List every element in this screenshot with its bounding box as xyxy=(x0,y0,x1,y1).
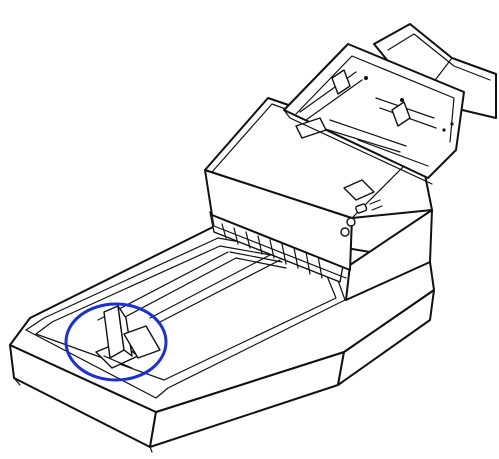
flatbed-transport-lock xyxy=(95,305,161,369)
highlight-circle xyxy=(64,302,168,382)
control-panel xyxy=(340,179,383,237)
adf-unit xyxy=(204,97,433,301)
adf-input-tray xyxy=(283,23,497,185)
